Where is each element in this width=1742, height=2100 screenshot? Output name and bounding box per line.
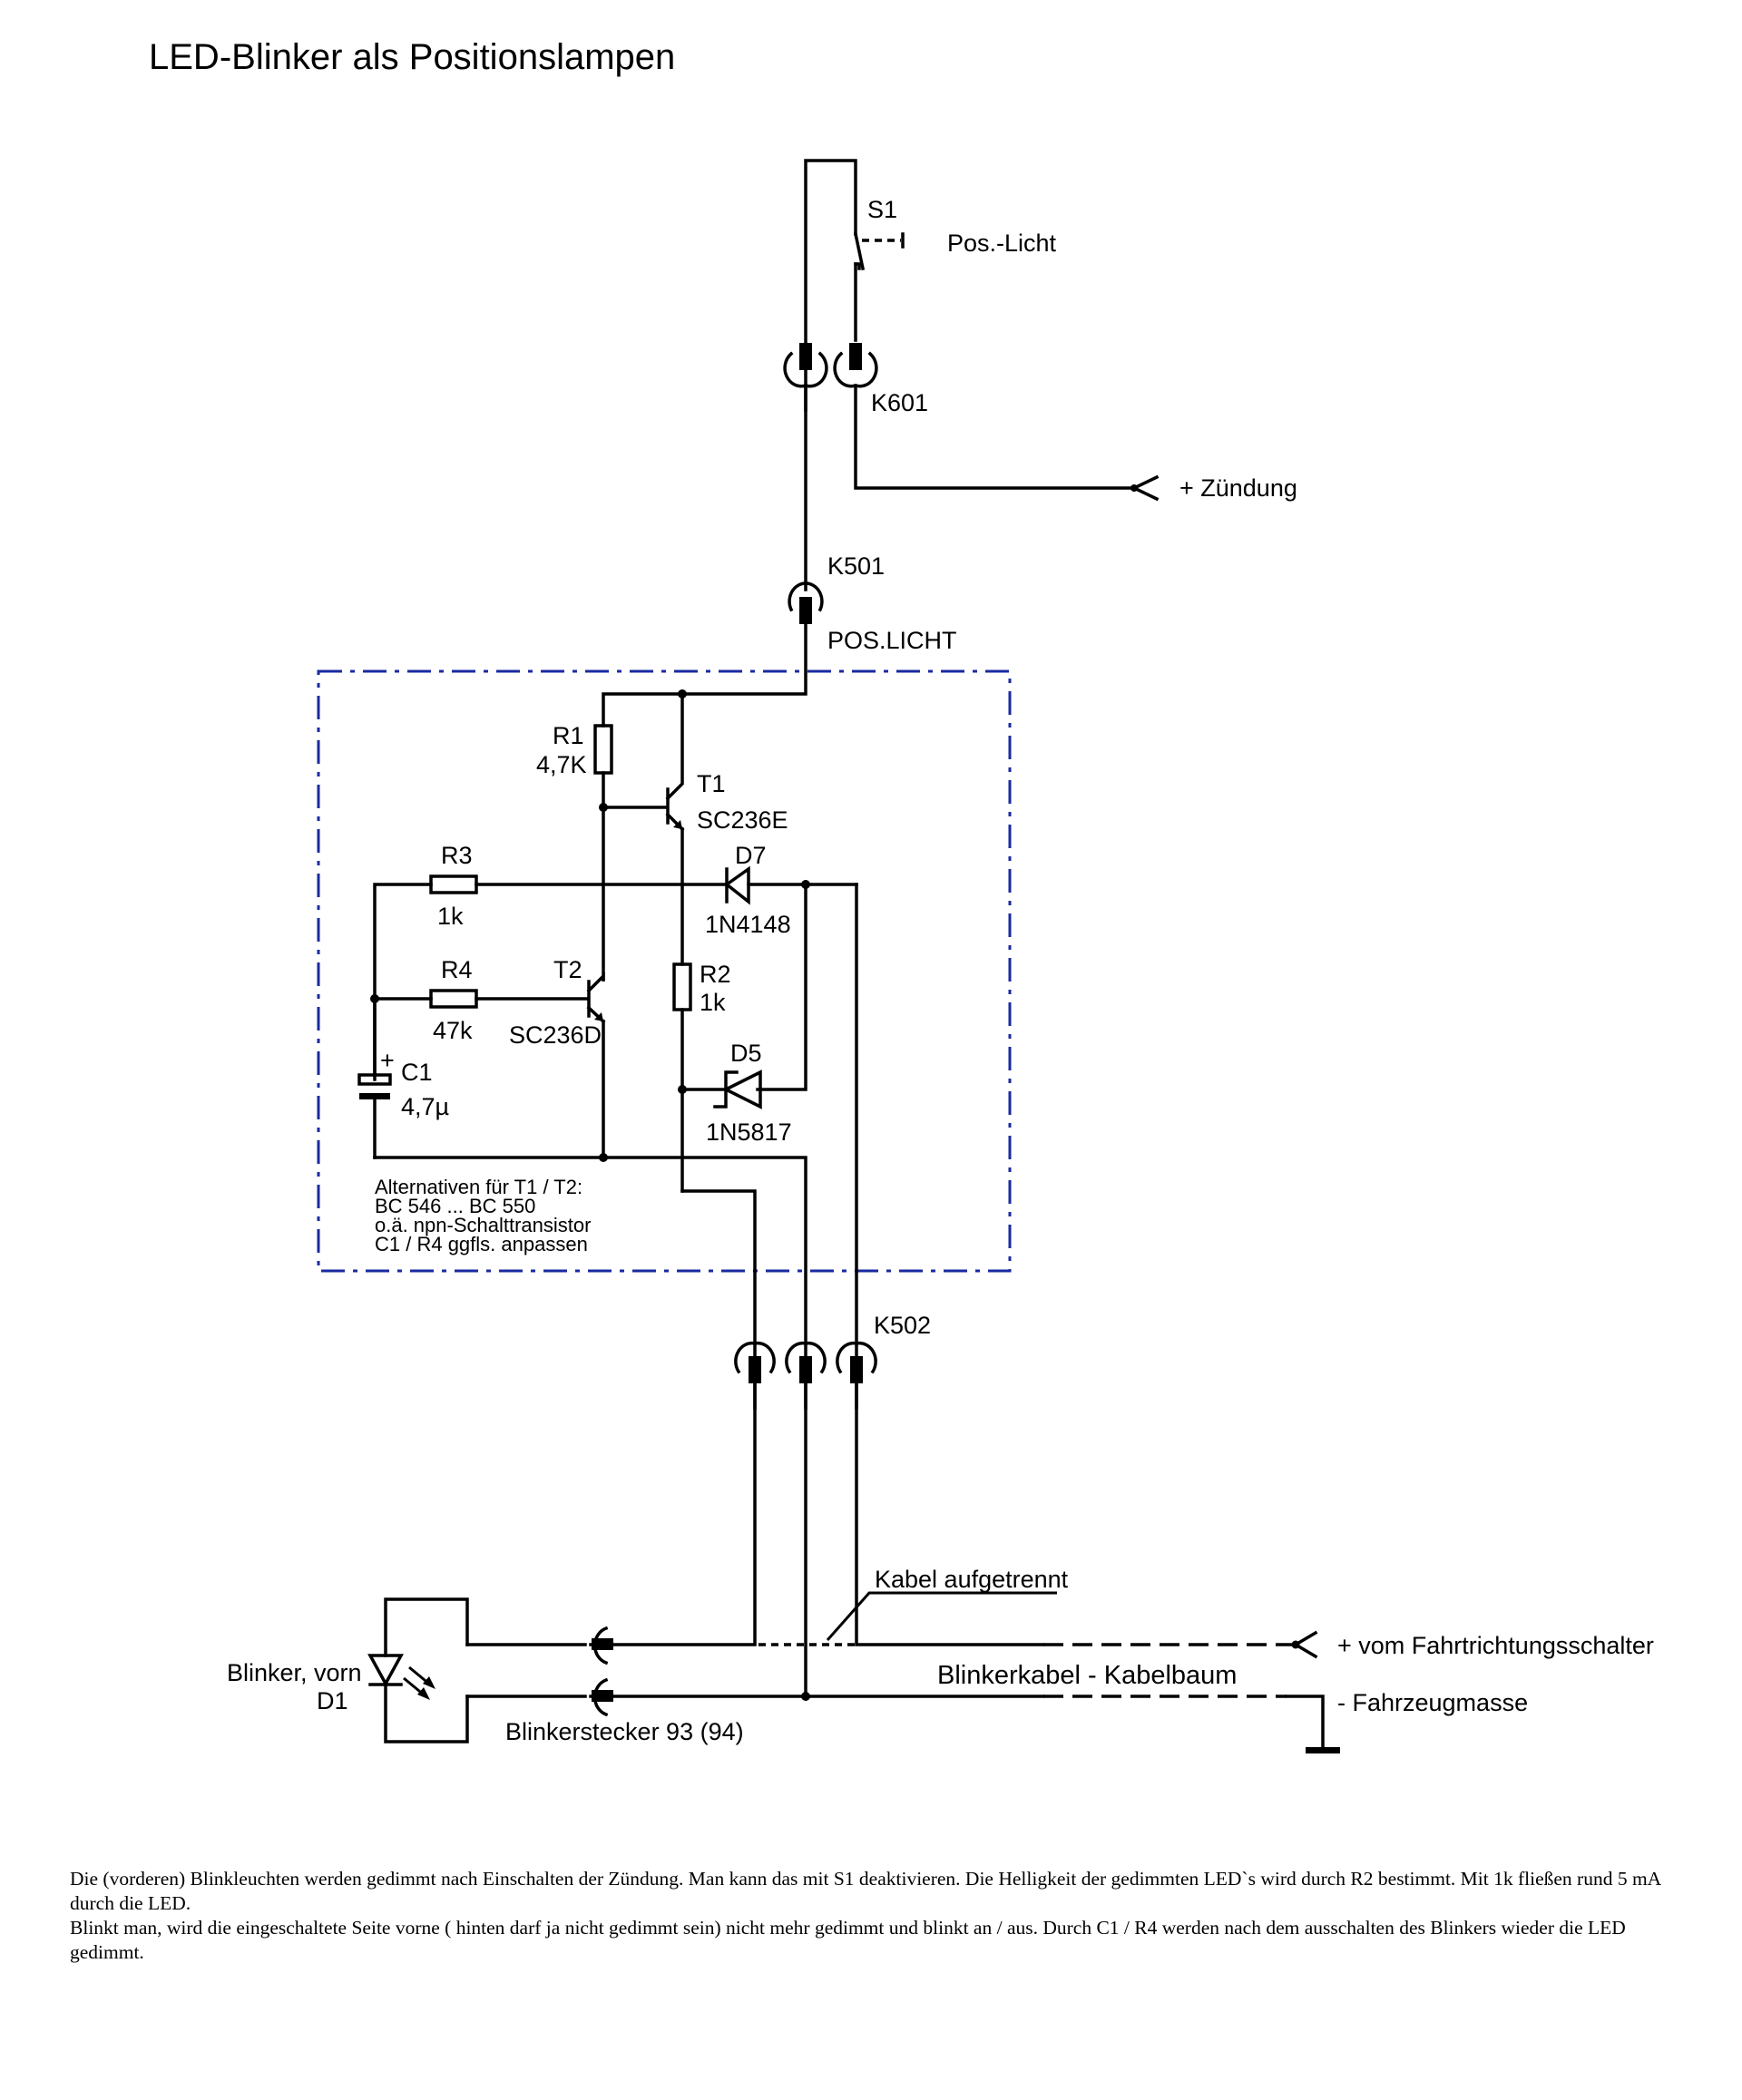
- r2-value: 1k: [700, 989, 726, 1016]
- c1-plus: +: [380, 1047, 395, 1074]
- k502-label: K502: [874, 1312, 931, 1339]
- zuendung-wire: [854, 384, 1136, 490]
- kabelbaum-label: Blinkerkabel - Kabelbaum: [937, 1661, 1237, 1690]
- d7-label: D7: [735, 842, 767, 869]
- diode-d5: [680, 1070, 762, 1109]
- resistor-r4: [429, 989, 478, 1009]
- diode-d7: [724, 865, 858, 905]
- t1-label: T1: [697, 770, 726, 797]
- r4-label: R4: [441, 956, 473, 983]
- transistor-t2: [586, 972, 606, 1159]
- t2-label: T2: [553, 956, 582, 983]
- r3-value: 1k: [437, 903, 464, 930]
- led-d1: [367, 1597, 469, 1743]
- pos-licht-switch-label: Pos.-Licht: [947, 230, 1057, 257]
- description-paragraph: Blinkt man, wird die eingeschaltete Seit…: [70, 1917, 1626, 1963]
- r2-label: R2: [700, 961, 731, 988]
- zuendung-terminal: [1130, 474, 1160, 502]
- d1-label: D1: [317, 1687, 348, 1714]
- k601-label: K601: [871, 389, 928, 416]
- connector-blinkerstecker: [465, 1626, 613, 1717]
- t1-type: SC236E: [697, 806, 788, 834]
- ground-symbol: [1306, 1747, 1340, 1753]
- description-text: Die (vorderen) Blinkleuchten werden gedi…: [70, 1867, 1667, 1965]
- blinkerstecker-label: Blinkerstecker 93 (94): [505, 1718, 744, 1745]
- svg-text:Alternativen für T1 / T2:: Alternativen für T1 / T2:: [375, 1176, 582, 1198]
- d5-label: D5: [730, 1040, 762, 1067]
- fahrzeugmasse-label: - Fahrzeugmasse: [1337, 1689, 1528, 1716]
- c1-value: 4,7µ: [401, 1093, 449, 1120]
- svg-text:BC 546 ... BC 550: BC 546 ... BC 550: [375, 1195, 535, 1217]
- capacitor-c1: [357, 997, 392, 1159]
- description-paragraph: Die (vorderen) Blinkleuchten werden gedi…: [70, 1868, 1661, 1914]
- d7-type: 1N4148: [705, 911, 791, 938]
- r4-value: 47k: [433, 1017, 473, 1044]
- s1-label: S1: [867, 196, 897, 223]
- kabel-aufgetrennt-label: Kabel aufgetrennt: [875, 1566, 1069, 1593]
- alternatives-note: Alternativen für T1 / T2: BC 546 ... BC …: [375, 1176, 591, 1255]
- svg-text:o.ä. npn-Schalttransistor: o.ä. npn-Schalttransistor: [375, 1214, 591, 1236]
- connector-k501: [788, 581, 824, 624]
- fahrtrichtung-label: + vom Fahrtrichtungsschalter: [1337, 1632, 1654, 1659]
- module-boundary: [317, 669, 1012, 1273]
- zuendung-label: + Zündung: [1179, 474, 1297, 502]
- transistor-t1: [602, 692, 685, 966]
- k501-label: K501: [827, 552, 885, 580]
- fahrtrichtung-terminal: [1292, 1630, 1318, 1659]
- d5-type: 1N5817: [706, 1118, 792, 1146]
- svg-text:C1 / R4 ggfls. anpassen: C1 / R4 ggfls. anpassen: [375, 1233, 588, 1255]
- cable-cut-leader: [826, 1591, 1057, 1641]
- r1-value: 4,7K: [536, 751, 587, 778]
- r3-label: R3: [441, 842, 473, 869]
- t2-type: SC236D: [509, 1021, 602, 1049]
- pos-licht-connector-label: POS.LICHT: [827, 627, 957, 654]
- blinker-vorn-label: Blinker, vorn: [227, 1659, 362, 1686]
- connector-k502: [734, 1341, 877, 1383]
- connector-k601: [783, 343, 878, 388]
- switch-s1: [804, 159, 905, 412]
- resistor-r3: [429, 874, 478, 894]
- resistor-r1: [593, 724, 613, 775]
- r1-label: R1: [553, 722, 584, 749]
- page-title: LED-Blinker als Positionslampen: [149, 37, 675, 77]
- resistor-r2: [672, 962, 692, 1011]
- c1-label: C1: [401, 1059, 433, 1086]
